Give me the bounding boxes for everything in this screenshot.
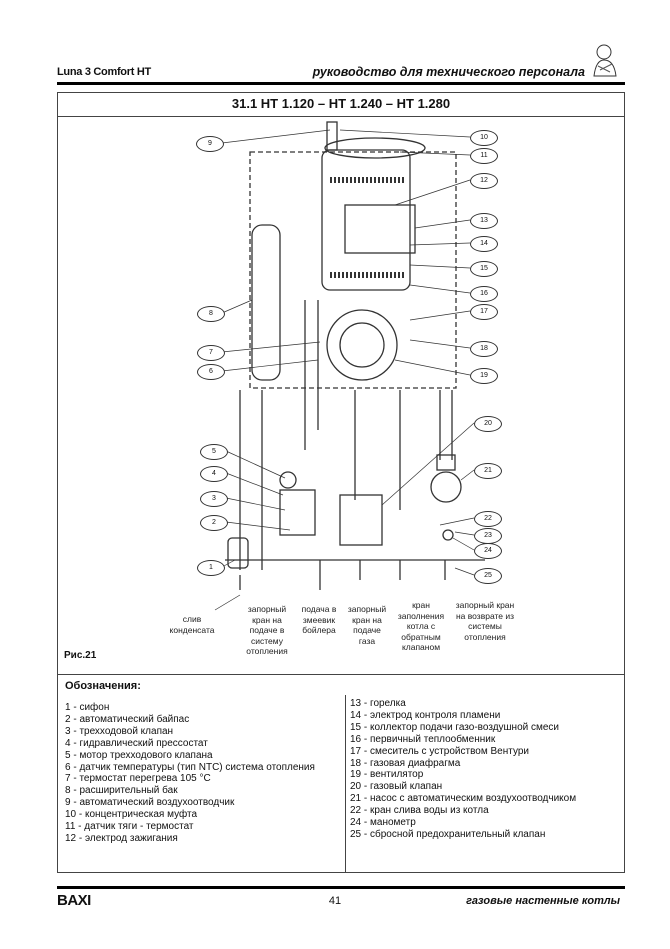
- heat-exchanger: [321, 149, 411, 291]
- gas-valve: [339, 494, 383, 546]
- caption-fill-valve: кран заполнения котла с обратным клапано…: [397, 600, 445, 652]
- section-title: 31.1 HT 1.120 – HT 1.240 – HT 1.280: [57, 92, 625, 117]
- legend-divider: [57, 674, 625, 675]
- callout-1: 1: [197, 560, 225, 576]
- legend-item: 6 - датчик температуры (тип NTC) система…: [65, 761, 315, 773]
- caption-return-valve: запорный кран на возврате из системы ото…: [455, 600, 515, 642]
- figure-frame: [57, 92, 625, 873]
- legend-item: 8 - расширительный бак: [65, 785, 178, 797]
- callout-17: 17: [470, 304, 498, 320]
- expansion-tank: [251, 224, 281, 381]
- callout-23: 23: [474, 528, 502, 544]
- legend-item: 22 - кран слива воды из котла: [350, 805, 489, 817]
- callout-24: 24: [474, 543, 502, 559]
- header-rule: [57, 82, 625, 85]
- callout-6: 6: [197, 364, 225, 380]
- legend-item: 21 - насос с автоматическим воздухоотвод…: [350, 793, 577, 805]
- callout-5: 5: [200, 444, 228, 460]
- legend-item: 14 - электрод контроля пламени: [350, 709, 501, 721]
- callout-25: 25: [474, 568, 502, 584]
- fan: [326, 309, 398, 381]
- legend-item: 12 - электрод зажигания: [65, 832, 178, 844]
- legend-item: 19 - вентилятор: [350, 769, 424, 781]
- callout-19: 19: [470, 368, 498, 384]
- callout-13: 13: [470, 213, 498, 229]
- legend-item: 15 - коллектор подачи газо-воздушной сме…: [350, 721, 560, 733]
- legend-item: 25 - сбросной предохранительный клапан: [350, 828, 546, 840]
- air-vent: [326, 121, 338, 151]
- callout-3: 3: [200, 491, 228, 507]
- callout-12: 12: [470, 173, 498, 189]
- pump: [430, 471, 462, 503]
- legend-item: 24 - манометр: [350, 817, 416, 829]
- page-number: 41: [328, 895, 342, 907]
- caption-gas-valve: запорный кран на подаче газа: [347, 604, 387, 646]
- callout-21: 21: [474, 463, 502, 479]
- legend-item: 3 - трехходовой клапан: [65, 725, 174, 737]
- callout-8: 8: [197, 306, 225, 322]
- legend-item: 4 - гидравлический прессостат: [65, 737, 208, 749]
- callout-7: 7: [197, 345, 225, 361]
- legend-item: 2 - автоматический байпас: [65, 713, 190, 725]
- footer-rule: [57, 886, 625, 889]
- header-manual-title: руководство для технического персонала: [312, 65, 585, 79]
- caption-boiler-coil-supply: подача в змеевик бойлера: [301, 604, 337, 635]
- callout-16: 16: [470, 286, 498, 302]
- casing-outline: [249, 151, 457, 389]
- legend-item: 11 - датчик тяги - термостат: [65, 821, 194, 833]
- callout-11: 11: [470, 148, 498, 164]
- callout-14: 14: [470, 236, 498, 252]
- callout-20: 20: [474, 416, 502, 432]
- figure-label: Рис.21: [64, 650, 97, 661]
- legend-item: 10 - концентрическая муфта: [65, 809, 198, 821]
- legend-item: 20 - газовый клапан: [350, 781, 443, 793]
- caption-heating-supply-valve: запорный кран на подаче в систему отопле…: [246, 604, 288, 656]
- mascot-logo: [588, 42, 620, 78]
- legend-item: 9 - автоматический воздухоотводчик: [65, 797, 235, 809]
- legend-item: 17 - смеситель с устройством Вентури: [350, 745, 529, 757]
- three-way-valve: [279, 489, 316, 536]
- legend-item: 5 - мотор трехходового клапана: [65, 749, 213, 761]
- callout-18: 18: [470, 341, 498, 357]
- callout-2: 2: [200, 515, 228, 531]
- callout-15: 15: [470, 261, 498, 277]
- caption-condensate-drain: слив конденсата: [169, 614, 215, 635]
- legend-item: 16 - первичный теплообменник: [350, 733, 496, 745]
- footer-subtitle: газовые настенные котлы: [466, 895, 620, 907]
- callout-9: 9: [196, 136, 224, 152]
- legend-left-column: 1 - сифон 2 - автоматический байпас 3 - …: [65, 702, 315, 845]
- legend-column-divider: [345, 695, 346, 872]
- callout-10: 10: [470, 130, 498, 146]
- legend-item: 7 - термостат перегрева 105 °C: [65, 773, 211, 785]
- boiler-diagram: [214, 121, 485, 611]
- brand-logo: BAXI: [57, 892, 91, 909]
- header-model: Luna 3 Comfort HT: [57, 66, 151, 78]
- manometer: [442, 529, 454, 541]
- legend-item: 1 - сифон: [65, 702, 110, 713]
- legend-right-column: 13 - горелка 14 - электрод контроля плам…: [350, 698, 576, 841]
- legend-title: Обозначения:: [65, 680, 141, 692]
- legend-item: 13 - горелка: [350, 698, 406, 709]
- burner: [344, 204, 416, 254]
- callout-22: 22: [474, 511, 502, 527]
- siphon: [227, 537, 249, 569]
- callout-4: 4: [200, 466, 228, 482]
- legend-item: 18 - газовая диафрагма: [350, 757, 461, 769]
- flue-coupling: [324, 137, 426, 159]
